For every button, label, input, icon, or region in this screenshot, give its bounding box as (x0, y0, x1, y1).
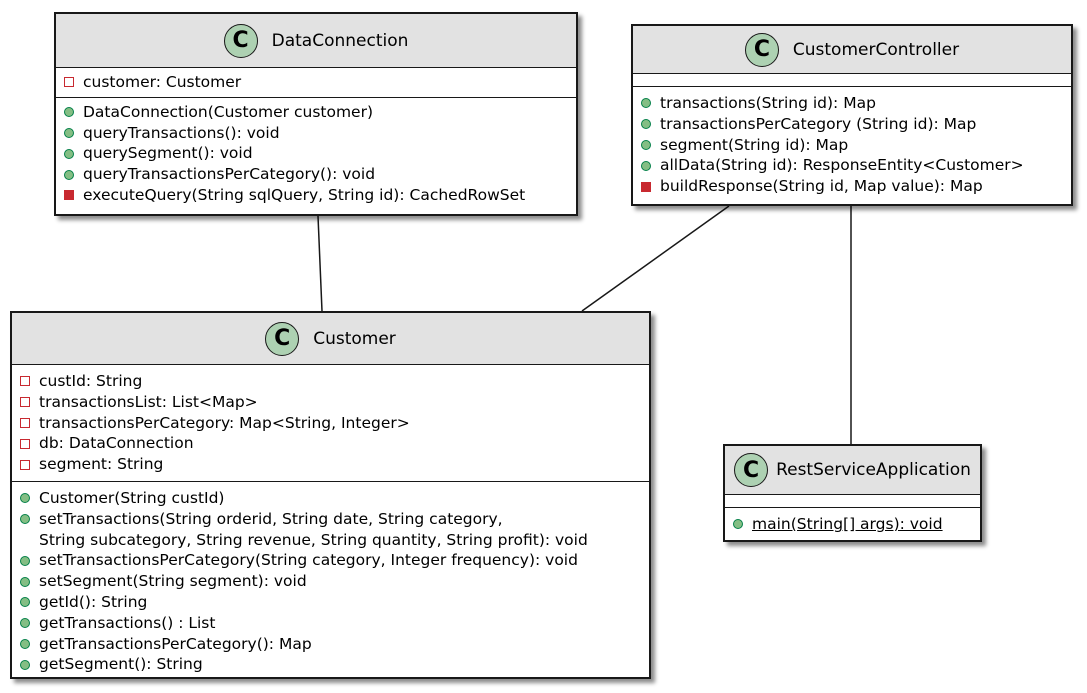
fields-section (633, 74, 1071, 86)
static-method-text: main(String[] args): void (752, 515, 943, 533)
field-row: custId: String (20, 371, 643, 392)
public-method-icon (641, 98, 651, 109)
class-name: DataConnection (271, 30, 409, 51)
method-row: querySegment(): void (64, 143, 570, 164)
public-method-icon (641, 160, 651, 171)
method-row: transactions(String id): Map (641, 93, 1065, 114)
methods-section: main(String[] args): void (725, 507, 980, 539)
class-header: C CustomerController (633, 26, 1071, 74)
field-row: segment: String (20, 454, 643, 475)
method-row-continuation: String subcategory, String revenue, Stri… (39, 530, 588, 549)
public-method-icon (641, 139, 651, 150)
private-field-icon (64, 77, 74, 88)
association-customercontroller-customer (581, 205, 730, 312)
public-method-icon (20, 597, 30, 608)
class-dataconnection[interactable]: C DataConnection customer: Customer Data… (54, 12, 578, 216)
class-stereotype-icon: C (265, 321, 300, 356)
class-header: C RestServiceApplication (725, 446, 980, 495)
field-row: db: DataConnection (20, 433, 643, 454)
method-row: buildResponse(String id, Map value): Map (641, 176, 1065, 197)
public-method-icon (20, 555, 30, 566)
private-field-icon (20, 417, 30, 428)
method-row: getTransactionsPerCategory(): Map (20, 634, 643, 655)
public-method-icon (20, 638, 30, 649)
method-row: getTransactions() : List (20, 613, 643, 634)
class-name: Customer (313, 328, 396, 349)
method-row: main(String[] args): void (733, 514, 974, 535)
fields-section: customer: Customer (56, 68, 576, 97)
method-row: setTransactions(String orderid, String d… (20, 509, 643, 530)
method-row: DataConnection(Customer customer) (64, 102, 570, 123)
private-field-icon (20, 459, 30, 470)
class-name: CustomerController (792, 39, 960, 60)
public-method-icon (64, 127, 74, 138)
public-method-icon (20, 659, 30, 670)
private-field-icon (20, 376, 30, 387)
method-row: executeQuery(String sqlQuery, String id)… (64, 185, 570, 206)
private-field-icon (20, 397, 30, 408)
class-header: C DataConnection (56, 14, 576, 68)
field-row: transactionsList: List<Map> (20, 392, 643, 413)
public-method-icon (20, 514, 30, 525)
field-row: transactionsPerCategory: Map<String, Int… (20, 413, 643, 434)
private-method-icon (64, 190, 74, 201)
methods-section: Customer(String custId) setTransactions(… (12, 480, 649, 679)
fields-section: custId: String transactionsList: List<Ma… (12, 365, 649, 481)
class-stereotype-icon: C (734, 453, 769, 487)
field-row: customer: Customer (64, 72, 570, 93)
method-row: segment(String id): Map (641, 135, 1065, 156)
method-row: getSegment(): String (20, 654, 643, 675)
public-method-icon (20, 493, 30, 504)
public-method-icon (20, 618, 30, 629)
association-dataconnection-customer (317, 215, 323, 312)
class-header: C Customer (12, 313, 649, 365)
method-row: setTransactionsPerCategory(String catego… (20, 550, 643, 571)
public-method-icon (641, 119, 651, 130)
method-row: queryTransactions(): void (64, 123, 570, 144)
method-row: setSegment(String segment): void (20, 571, 643, 592)
private-field-icon (20, 438, 30, 449)
public-method-icon (20, 576, 30, 587)
method-row: Customer(String custId) (20, 488, 643, 509)
class-customercontroller[interactable]: C CustomerController transactions(String… (631, 24, 1073, 206)
methods-section: transactions(String id): Map transaction… (633, 86, 1071, 201)
public-method-icon (64, 107, 74, 118)
class-name: RestServiceApplication (776, 460, 971, 480)
method-row: transactionsPerCategory (String id): Map (641, 114, 1065, 135)
class-restserviceapplication[interactable]: C RestServiceApplication main(String[] a… (723, 444, 982, 542)
methods-section: DataConnection(Customer customer) queryT… (56, 96, 576, 210)
public-method-icon (64, 169, 74, 180)
class-stereotype-icon: C (223, 23, 258, 58)
private-method-icon (641, 181, 651, 192)
class-stereotype-icon: C (744, 32, 779, 67)
public-method-icon (64, 148, 74, 159)
fields-section (725, 495, 980, 507)
public-method-icon (733, 519, 743, 530)
class-customer[interactable]: C Customer custId: String transactionsLi… (10, 311, 651, 679)
method-row: getId(): String (20, 592, 643, 613)
method-row: queryTransactionsPerCategory(): void (64, 164, 570, 185)
method-row: allData(String id): ResponseEntity<Custo… (641, 155, 1065, 176)
